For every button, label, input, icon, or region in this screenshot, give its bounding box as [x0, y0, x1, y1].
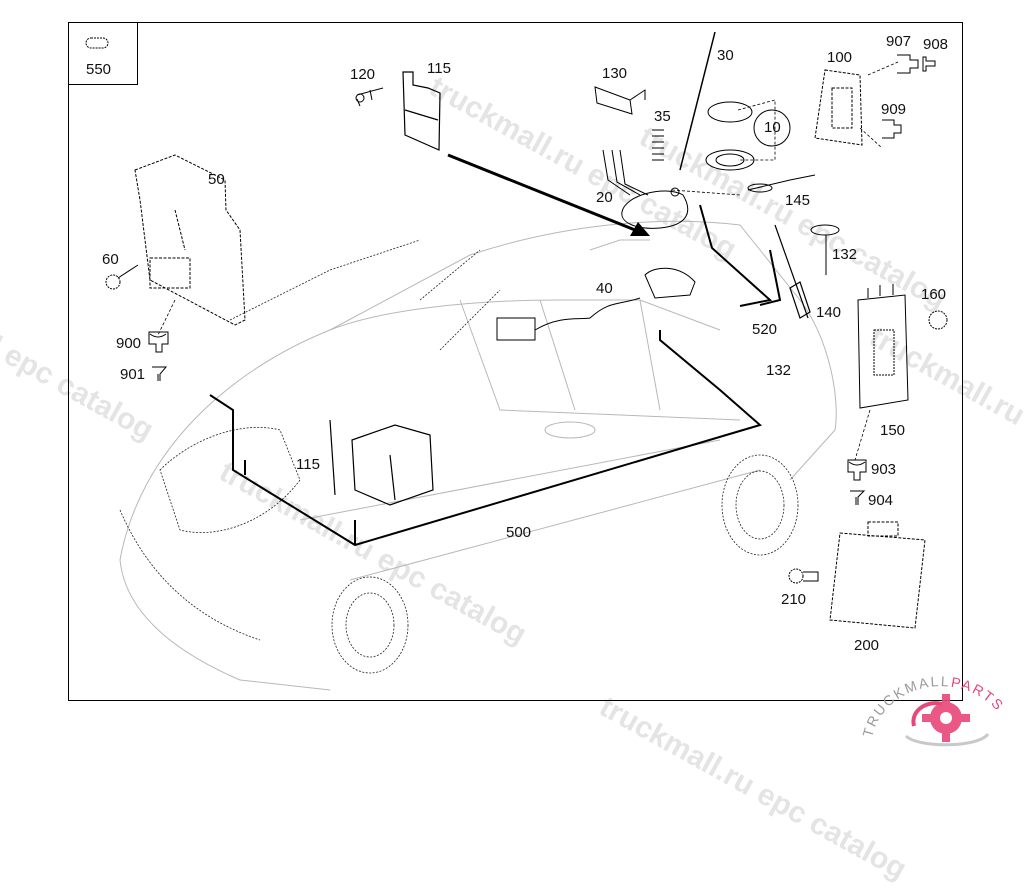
callout-132-top[interactable]: 132	[832, 246, 858, 263]
part-130-switch	[594, 86, 646, 115]
part-30-antenna-rod	[679, 31, 716, 171]
connector-903	[847, 459, 867, 505]
leader-lines	[157, 61, 899, 461]
callout-908[interactable]: 908	[923, 36, 949, 53]
callout-50[interactable]: 50	[208, 171, 225, 188]
connector-900	[148, 331, 169, 381]
logo-arc	[911, 701, 943, 727]
part-115-control-box	[329, 419, 434, 506]
part-50-module	[134, 154, 246, 326]
part-160-screw	[928, 310, 948, 330]
logo-text: TRUCKMALLPARTS	[859, 673, 1008, 739]
callout-903[interactable]: 903	[871, 461, 897, 478]
part-145-sensor	[747, 174, 816, 193]
callout-901[interactable]: 901	[120, 366, 146, 383]
part-40-antenna	[496, 267, 696, 341]
callout-907[interactable]: 907	[886, 33, 912, 50]
direction-arrow	[447, 153, 650, 236]
part-210-screw	[788, 568, 819, 584]
part-132-sensor	[810, 224, 840, 275]
callout-10[interactable]: 10	[764, 119, 781, 136]
callout-210[interactable]: 210	[781, 591, 807, 608]
logo-swoosh	[904, 732, 990, 747]
part-150-module	[857, 284, 909, 409]
part-100-unit	[814, 69, 863, 146]
truckmallparts-logo: TRUCKMALLPARTS	[859, 673, 1008, 747]
part-120-clip	[355, 87, 384, 107]
part-140-sensor	[774, 224, 811, 319]
part-550-pin	[85, 37, 109, 49]
callout-100[interactable]: 100	[827, 49, 853, 66]
callout-150[interactable]: 150	[880, 422, 906, 439]
diagram-frame	[68, 22, 963, 701]
part-60-screw	[105, 264, 139, 290]
parts-diagram: truckmall.ru epc catalog truckmall.ru ep…	[0, 22, 1024, 886]
part-115-bracket	[402, 71, 441, 151]
callout-130[interactable]: 130	[602, 65, 628, 82]
car-front-detail	[119, 239, 799, 674]
part-35-spring	[652, 129, 664, 161]
callout-120[interactable]: 120	[350, 66, 376, 83]
callout-550[interactable]: 550	[86, 61, 112, 78]
wiring-harness	[209, 204, 782, 547]
callout-30[interactable]: 30	[717, 47, 734, 64]
callout-904[interactable]: 904	[868, 492, 894, 509]
part-200-module	[829, 521, 926, 629]
callout-909[interactable]: 909	[881, 101, 907, 118]
inset-box	[68, 22, 138, 85]
callout-200[interactable]: 200	[854, 637, 880, 654]
line-art	[85, 31, 948, 691]
car-outline	[119, 220, 837, 691]
callout-160[interactable]: 160	[921, 286, 947, 303]
callout-132-mid[interactable]: 132	[766, 362, 792, 379]
callout-60[interactable]: 60	[102, 251, 119, 268]
callout-520[interactable]: 520	[752, 321, 778, 338]
gear-icon	[922, 694, 970, 742]
callout-500[interactable]: 500	[506, 524, 532, 541]
callout-35[interactable]: 35	[654, 108, 671, 125]
part-10-speakers	[705, 101, 791, 171]
connector-907	[897, 54, 936, 74]
callout-900[interactable]: 900	[116, 335, 142, 352]
callout-140[interactable]: 140	[816, 304, 842, 321]
callout-20[interactable]: 20	[596, 189, 613, 206]
callout-40[interactable]: 40	[596, 280, 613, 297]
callout-145[interactable]: 145	[785, 192, 811, 209]
callout-115[interactable]: 115	[427, 60, 451, 77]
connector-909	[882, 119, 902, 139]
callout-115-engine[interactable]: 115	[296, 456, 320, 473]
part-20-antenna-base	[602, 149, 689, 229]
